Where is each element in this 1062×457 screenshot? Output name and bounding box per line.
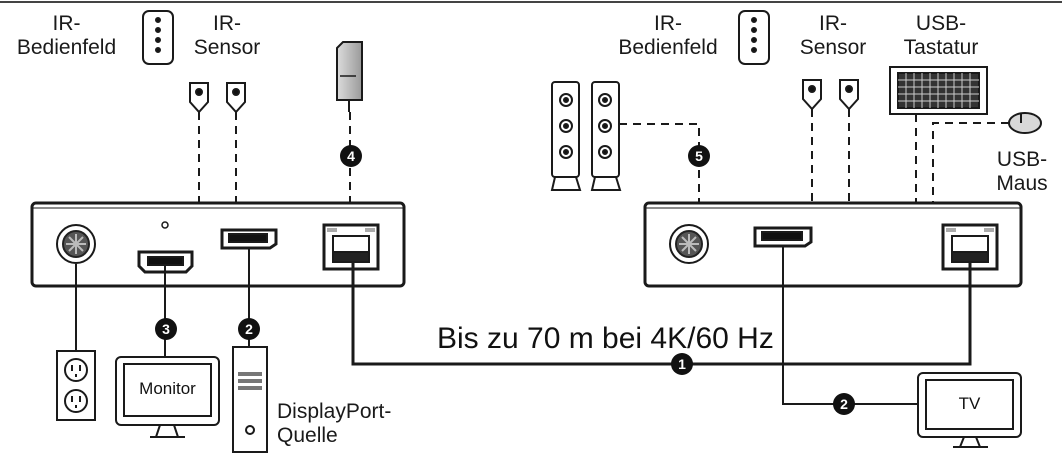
ethernet-port-left <box>322 223 380 271</box>
label-line: IR- <box>819 12 847 35</box>
tv-icon <box>917 372 1022 448</box>
label-line: Bedienfeld <box>16 36 117 59</box>
transmitter-unit <box>30 201 406 288</box>
hdmi-out-port <box>753 226 813 248</box>
distance-label: Bis zu 70 m bei 4K/60 Hz <box>437 322 774 355</box>
power-adapter-icon <box>336 41 363 112</box>
label-line: IR- <box>52 12 81 35</box>
usb-keyboard-icon <box>889 66 988 115</box>
displayport-port <box>220 228 278 250</box>
monitor-label: Monitor <box>139 379 196 398</box>
receiver-unit <box>643 201 1023 288</box>
power-outlet-icon <box>56 264 96 421</box>
label-line: DisplayPort- <box>277 400 392 423</box>
badge-4: 4 <box>340 145 362 167</box>
ir-panel-icon-left <box>142 10 174 65</box>
usb-keyboard-label: USB- Tastatur <box>887 12 995 60</box>
label-line: Sensor <box>193 36 261 59</box>
label-line: Sensor <box>799 36 867 59</box>
label-line: Quelle <box>277 424 338 447</box>
power-port <box>56 224 96 264</box>
monitor-icon <box>115 356 220 438</box>
power-port-right <box>669 224 709 264</box>
badge-3: 3 <box>155 318 177 340</box>
badge-2-left: 2 <box>238 318 260 340</box>
label-line: IR- <box>213 12 241 35</box>
ir-panel-icon-right <box>738 10 770 65</box>
badge-1: 1 <box>671 353 693 375</box>
usb-mouse-label: USB- Maus <box>990 148 1054 196</box>
label-line: Tastatur <box>903 36 979 59</box>
ir-probe-icons <box>189 79 859 114</box>
ir-sensor-left-label: IR- Sensor <box>182 12 272 60</box>
ir-panel-left-label: IR- Bedienfeld <box>4 12 129 60</box>
speaker-icons <box>550 81 622 191</box>
ir-sensor-right-label: IR- Sensor <box>788 12 878 60</box>
label-line: USB- <box>996 148 1048 171</box>
displayport-source-label: DisplayPort- Quelle <box>277 400 391 448</box>
label-line: Bedienfeld <box>618 36 718 59</box>
badge-5: 5 <box>688 145 710 167</box>
usb-mouse-icon <box>1008 112 1042 134</box>
label-line: Maus <box>996 172 1048 195</box>
badge-2-right: 2 <box>833 393 855 415</box>
hdmi-port <box>137 221 194 274</box>
label-line: IR- <box>654 12 682 35</box>
ir-panel-right-label: IR- Bedienfeld <box>603 12 733 60</box>
label-line: USB- <box>915 12 967 35</box>
displayport-source-icon <box>232 346 268 453</box>
tv-label: TV <box>958 394 981 413</box>
